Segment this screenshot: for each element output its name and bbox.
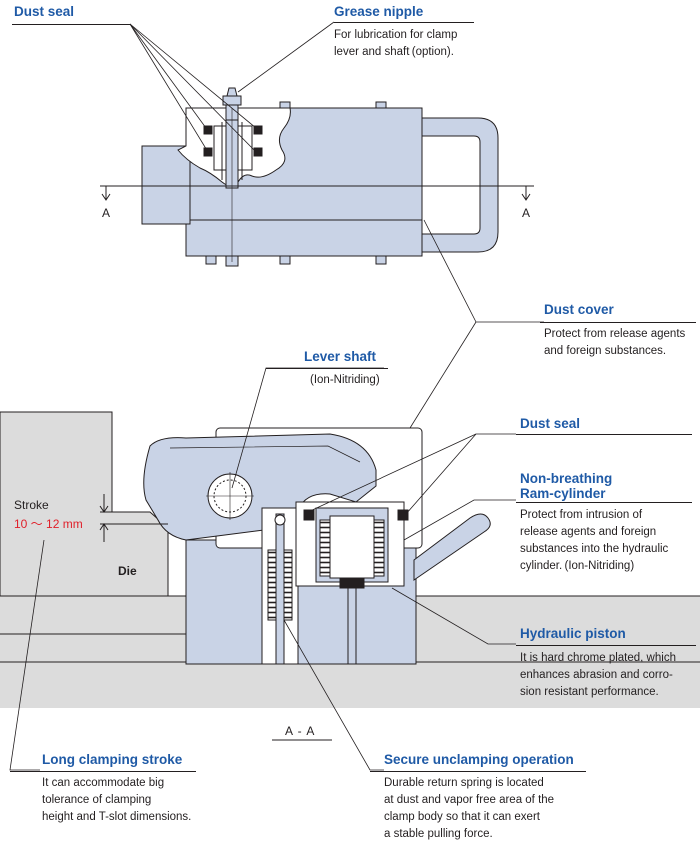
ram-cylinder-line-2: release agents and foreign: [520, 526, 657, 538]
ram-cylinder-line-1: Protect from intrusion of: [520, 509, 643, 521]
leader-dust-seal-top-b: [129, 23, 209, 153]
leader-lines: [9, 21, 544, 771]
top-lower-flange: [185, 219, 423, 257]
dust-seal-top-title: Dust seal: [14, 4, 75, 19]
secure-unclamp-desc: Durable return spring is located at dust…: [384, 775, 554, 843]
secure-unclamp-line-4: a stable pulling force.: [384, 828, 493, 840]
top-left-extension: [141, 145, 191, 225]
ram-cylinder-underline: [516, 502, 692, 503]
top-seal-r2: [253, 147, 263, 157]
leader-dust-seal-top-a: [129, 23, 207, 129]
lever-shaft-line-1: (Ion-Nitriding): [310, 374, 380, 386]
bolt-top-2: [375, 101, 387, 109]
seal-ram-2: [303, 509, 315, 521]
grease-nipple-title: Grease nipple: [334, 4, 424, 19]
grease-nipple-line-1: For lubrication for clamp: [334, 29, 458, 41]
dust-cover-title: Dust cover: [544, 302, 614, 317]
bolt-bot-1: [205, 255, 217, 265]
hydraulic-piston: [339, 577, 365, 589]
dust-cover-underline: [540, 322, 696, 323]
dust-cover-line-2: and foreign substances.: [544, 345, 667, 357]
bolt-bot-4: [375, 255, 387, 265]
leader-hydraulic-piston: [391, 587, 516, 645]
secure-unclamp-title: Secure unclamping operation: [384, 752, 574, 767]
dust-cover-desc: Protect from release agents and foreign …: [544, 326, 685, 360]
spring-rod-pin: [274, 514, 286, 526]
secure-unclamp-line-2: at dust and vapor free area of the: [384, 794, 555, 806]
ram-cylinder-desc: Protect from intrusion of release agents…: [520, 507, 668, 575]
stroke-label: Stroke: [14, 498, 49, 512]
top-handle-loop: [419, 117, 499, 253]
ram-spring-l: [319, 519, 331, 577]
hydraulic-piston-line-3: sion resistant performance.: [520, 686, 659, 698]
stroke-arrow-up: [99, 494, 109, 513]
hydraulic-piston-desc: It is hard chrome plated, which enhances…: [520, 650, 676, 701]
hydraulic-piston-line-1: It is hard chrome plated, which: [520, 652, 676, 664]
stroke-value: 10 ～ 12 mm: [14, 517, 83, 531]
secure-unclamp-underline: [370, 771, 586, 772]
top-seal-l1: [203, 125, 213, 135]
grease-nipple-underline: [334, 22, 474, 23]
grease-nipple-tip: [226, 87, 238, 97]
bolt-top-1: [279, 101, 291, 109]
long-stroke-title: Long clamping stroke: [42, 752, 183, 767]
ram-inner: [329, 515, 375, 579]
lever-highlight: [169, 445, 361, 463]
ram-cylinder-title-line-2: Ram-cylinder: [520, 486, 606, 501]
leader-dust-cover-bot: [409, 321, 477, 429]
grease-nipple-line-2: lever and shaft (option).: [334, 46, 454, 58]
section-view: [0, 411, 700, 741]
leader-dust-seal-top-d: [129, 23, 257, 153]
long-stroke-line-1: It can accommodate big: [42, 777, 165, 789]
top-seal-r1: [253, 125, 263, 135]
ram-cylinder-line-3: substances into the hydraulic: [520, 543, 669, 555]
piston-rod: [347, 587, 357, 665]
leader-dust-seal-right-b: [307, 433, 477, 513]
long-stroke-underline: [10, 771, 196, 772]
spring-rod: [275, 513, 285, 665]
long-stroke-line-3: height and T-slot dimensions.: [42, 811, 192, 823]
hydraulic-piston-underline: [516, 645, 696, 646]
lever-shaft-title: Lever shaft: [304, 349, 377, 364]
bolt-bot-3: [279, 255, 291, 265]
leader-dust-seal-top-c: [129, 23, 257, 129]
dust-seal-right-underline: [516, 434, 692, 435]
dust-seal-right-title: Dust seal: [520, 416, 581, 431]
section-arrow-right: [521, 186, 531, 201]
die-label: Die: [118, 564, 137, 578]
leader-secure-unclamp: [283, 619, 384, 771]
stroke-arrow-down: [99, 523, 109, 542]
dust-cover-line-1: Protect from release agents: [544, 328, 686, 340]
grease-nipple-hex: [222, 95, 242, 106]
ram-cylinder-title: Non-breathing Ram-cylinder: [520, 471, 612, 501]
ram-spring-r: [373, 519, 385, 577]
lever-shaft-desc: (Ion-Nitriding): [310, 372, 380, 389]
secure-unclamp-line-1: Durable return spring is located: [384, 777, 544, 789]
seal-ram-1: [397, 509, 409, 521]
leader-grease-nipple: [237, 21, 335, 93]
ram-cylinder-line-4: cylinder. (Ion-Nitriding): [520, 560, 635, 572]
section-view-label: A - A: [285, 724, 316, 738]
top-view: [100, 87, 534, 267]
dust-seal-top-underline: [12, 24, 130, 25]
handle-bar: [413, 513, 491, 581]
ram-cylinder-title-line-1: Non-breathing: [520, 471, 613, 486]
section-marker-left: A: [102, 206, 111, 220]
leader-ram-cylinder: [403, 499, 516, 541]
long-stroke-desc: It can accommodate big tolerance of clam…: [42, 775, 191, 826]
secure-unclamp-line-3: clamp body so that it can exert: [384, 811, 540, 823]
clamp-lever: [143, 433, 377, 541]
lever-shaft-underline: [266, 368, 388, 369]
section-marker-right: A: [522, 206, 531, 220]
section-arrow-left: [101, 186, 111, 201]
leader-long-stroke: [9, 539, 45, 771]
long-stroke-line-2: tolerance of clamping: [42, 794, 152, 806]
hydraulic-piston-title: Hydraulic piston: [520, 626, 626, 641]
grease-nipple-desc: For lubrication for clamp lever and shaf…: [334, 27, 457, 61]
hydraulic-piston-line-2: enhances abrasion and corro-: [520, 669, 673, 681]
